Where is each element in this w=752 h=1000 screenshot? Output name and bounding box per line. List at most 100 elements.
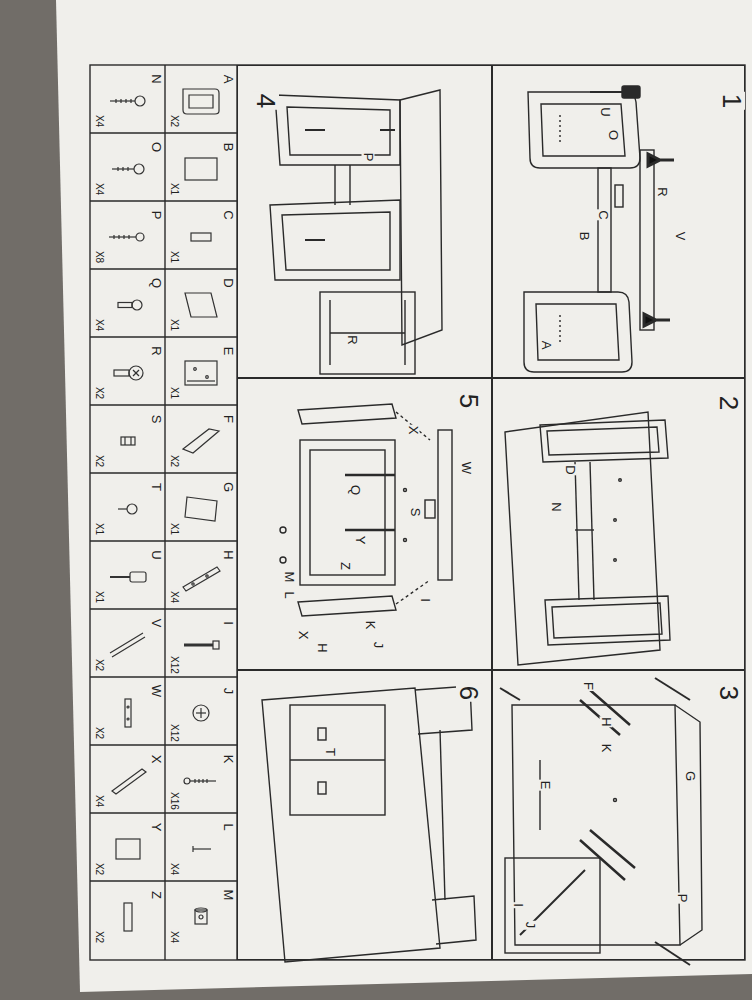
part-letter: R: [656, 186, 669, 197]
part-letter: R: [150, 345, 163, 356]
part-letter: C: [222, 209, 235, 220]
step3-drawing: [500, 688, 520, 700]
part-icons: [185, 293, 217, 317]
step1-drawing: [590, 91, 622, 93]
step1-drawing: [541, 104, 625, 156]
part-icons: [185, 158, 217, 180]
part-letter: C: [597, 209, 610, 220]
part-icons: [124, 437, 125, 445]
step-panel: 6: [237, 670, 492, 960]
part-letter: P: [362, 152, 375, 163]
step3-drawing: [675, 705, 702, 945]
step5-drawing: [280, 557, 286, 563]
step-panel: 3: [492, 670, 745, 960]
part-icons: [110, 576, 130, 578]
step1-drawing: [622, 86, 640, 98]
part-icons: [185, 361, 217, 385]
step2-drawing: [505, 412, 660, 665]
step1-drawing: [615, 185, 623, 207]
part-letter: Z: [339, 561, 352, 571]
step2-drawing: [614, 519, 617, 522]
step-number: 5: [456, 392, 482, 410]
part-letter: J: [372, 641, 385, 650]
part-letter: T: [150, 482, 163, 492]
step6-drawing: [440, 730, 445, 900]
quantity-label: X12: [169, 723, 179, 743]
quantity-label: X4: [94, 794, 104, 808]
part-icons: [118, 300, 142, 310]
step6-drawing: [290, 759, 385, 760]
step-panel: 1: [492, 65, 745, 378]
step3-drawing: [500, 678, 702, 965]
part-icons: [195, 908, 207, 912]
part-letter: I: [512, 902, 525, 908]
step5-drawing: [310, 450, 385, 575]
step2-drawing: [547, 427, 659, 455]
quantity-label: X4: [169, 862, 179, 876]
step2-drawing: [619, 479, 622, 482]
part-icons: [118, 303, 132, 308]
step4-drawing: [305, 130, 395, 240]
part-icons: [213, 641, 219, 649]
part-letter: K: [600, 743, 613, 754]
step3-drawing: [505, 858, 600, 953]
step1-drawing: [648, 154, 674, 166]
part-letter: E: [222, 346, 235, 357]
part-icons: [185, 293, 217, 317]
frame-lines: [90, 608, 237, 609]
part-icons: [183, 89, 219, 114]
part-icons: [193, 705, 209, 721]
part-icons: [134, 164, 144, 174]
part-letter: M: [283, 571, 296, 584]
step5-drawing: [345, 475, 395, 530]
part-icons: [127, 504, 137, 514]
part-letter: B: [578, 231, 591, 242]
part-icons: [133, 370, 139, 376]
step2-drawing: [505, 412, 670, 665]
step4-drawing: [320, 292, 415, 374]
part-letter: D: [222, 277, 235, 288]
part-letter: P: [150, 210, 163, 221]
part-icons: [183, 429, 219, 453]
step-panel: 2: [492, 378, 745, 670]
frame-lines: [90, 268, 237, 269]
part-icons: [184, 641, 219, 649]
quantity-label: X1: [94, 522, 104, 536]
part-icons: [124, 903, 132, 931]
step5-drawing: [298, 596, 396, 616]
quantity-label: X2: [94, 386, 104, 400]
part-letter: G: [684, 770, 697, 782]
part-icons: [109, 96, 146, 931]
part-icons: [193, 846, 211, 852]
part-letter: U: [150, 549, 163, 560]
frame-lines: [90, 404, 237, 405]
part-icons: [185, 158, 217, 180]
step2-drawing: [614, 559, 617, 562]
quantity-label: X4: [169, 590, 179, 604]
step4-drawing: [334, 165, 335, 205]
step1-drawing: [536, 304, 619, 360]
part-icons: [125, 699, 131, 727]
part-letter: N: [150, 73, 163, 84]
step3-drawing: [655, 678, 690, 700]
part-letter: H: [316, 642, 329, 653]
step-panel: 4: [237, 65, 492, 378]
part-icons: [191, 233, 211, 241]
part-icons: [127, 718, 129, 720]
part-icons: [127, 706, 129, 708]
part-icons: [112, 769, 146, 794]
quantity-label: X1: [169, 522, 179, 536]
part-icons: [109, 236, 136, 237]
step-number: 2: [716, 394, 742, 412]
step2-drawing: [575, 529, 594, 530]
quantity-label: X2: [169, 454, 179, 468]
part-letter: H: [600, 716, 613, 727]
part-icons: [125, 699, 131, 727]
step6-drawing: [262, 686, 476, 962]
step5-drawing: [396, 412, 430, 440]
quantity-label: X4: [94, 182, 104, 196]
part-letter: S: [409, 507, 422, 518]
part-icons: [118, 508, 127, 509]
step3-drawing: [580, 690, 630, 735]
